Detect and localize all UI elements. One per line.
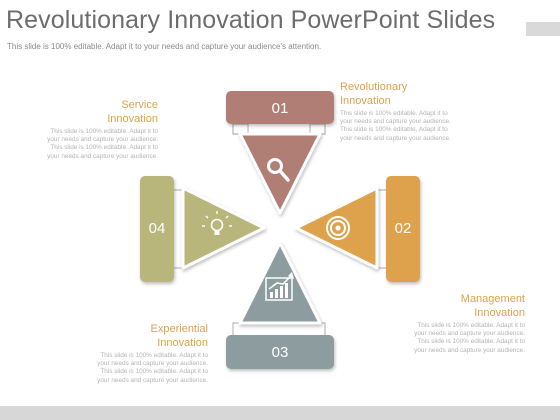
step-01-desc-line: your needs and capture your audience.: [340, 134, 451, 142]
step-01-heading: Revolutionary Innovation: [340, 80, 540, 108]
step-02-number: 02: [395, 220, 412, 237]
step-01-description: This slide is 100% editable. Adapt it to…: [340, 110, 540, 143]
step-01-text: Revolutionary Innovation This slide is 1…: [340, 80, 540, 143]
step-01-desc-line: your needs and capture your audience.: [340, 118, 451, 126]
step-02-text: Management Innovation This slide is 100%…: [372, 292, 525, 355]
step-03-desc-line: your needs and capture your audience.: [97, 360, 208, 368]
step-04-heading: Service Innovation: [10, 98, 158, 126]
step-02-desc-line: This slide is 100% editable. Adapt it to: [417, 322, 525, 329]
step-01-heading-line1: Revolutionary: [340, 81, 408, 93]
step-02-desc-line: your needs and capture your audience.: [414, 346, 525, 354]
step-04-desc-line: This slide is 100% editable. Adapt it to: [50, 144, 158, 152]
step-02-desc-line: This slide is 100% editable. Adapt it to: [417, 338, 525, 346]
corner-decoration: [526, 22, 560, 36]
step-03-number: 03: [272, 344, 289, 361]
step-04-triangle: [181, 186, 266, 270]
step-03: 03: [226, 241, 334, 369]
step-01: 01: [226, 91, 334, 215]
step-03-description: This slide is 100% editable. Adapt it to…: [60, 352, 208, 385]
step-03-desc-line: your needs and capture your audience.: [97, 376, 208, 384]
step-04-number: 04: [149, 220, 166, 237]
step-03-heading: Experiential Innovation: [60, 322, 208, 350]
step-02-heading-line1: Management: [460, 293, 525, 305]
step-04-desc-line: your needs and capture your audience.: [47, 152, 158, 160]
step-02-heading-line2: Innovation: [474, 307, 525, 319]
step-02: 02: [294, 176, 420, 282]
footer-bar: [0, 406, 560, 420]
magnifier-icon: [267, 158, 290, 182]
step-01-number: 01: [272, 100, 289, 117]
step-04-text: Service Innovation This slide is 100% ed…: [10, 98, 158, 161]
step-04-tab: [140, 176, 174, 282]
step-01-desc-line: This slide is 100% editable. Adapt it to: [340, 126, 448, 134]
step-04-heading-line1: Service: [121, 99, 158, 111]
step-02-tab: [386, 176, 420, 282]
step-01-desc-line: This slide is 100% editable. Adapt it to: [340, 110, 448, 117]
step-04: 04: [140, 176, 266, 282]
step-04-heading-line2: Innovation: [107, 113, 158, 125]
step-03-tab: [226, 335, 334, 369]
step-04-desc-line: This slide is 100% editable. Adapt it to: [50, 128, 158, 135]
step-04-description: This slide is 100% editable. Adapt it to…: [10, 128, 158, 161]
slide-title: Revolutionary Innovation PowerPoint Slid…: [6, 6, 496, 34]
growth-chart-icon: [265, 272, 294, 301]
step-01-tab: [226, 91, 334, 124]
slide-subtitle: This slide is 100% editable. Adapt it to…: [7, 42, 322, 51]
step-03-heading-line2: Innovation: [157, 337, 208, 349]
target-icon: [326, 216, 350, 240]
step-01-heading-line2: Innovation: [340, 95, 391, 107]
step-03-desc-line: This slide is 100% editable. Adapt it to: [100, 368, 208, 376]
step-02-description: This slide is 100% editable. Adapt it to…: [372, 322, 525, 355]
step-02-desc-line: your needs and capture your audience.: [414, 330, 525, 338]
step-03-connector-lines: [232, 322, 326, 335]
step-04-desc-line: your needs and capture your audience.: [47, 136, 158, 144]
step-03-text: Experiential Innovation This slide is 10…: [60, 322, 208, 385]
step-02-heading: Management Innovation: [372, 292, 525, 320]
step-03-desc-line: This slide is 100% editable. Adapt it to: [100, 352, 208, 359]
step-03-heading-line1: Experiential: [150, 323, 208, 335]
lightbulb-icon: [202, 211, 232, 235]
